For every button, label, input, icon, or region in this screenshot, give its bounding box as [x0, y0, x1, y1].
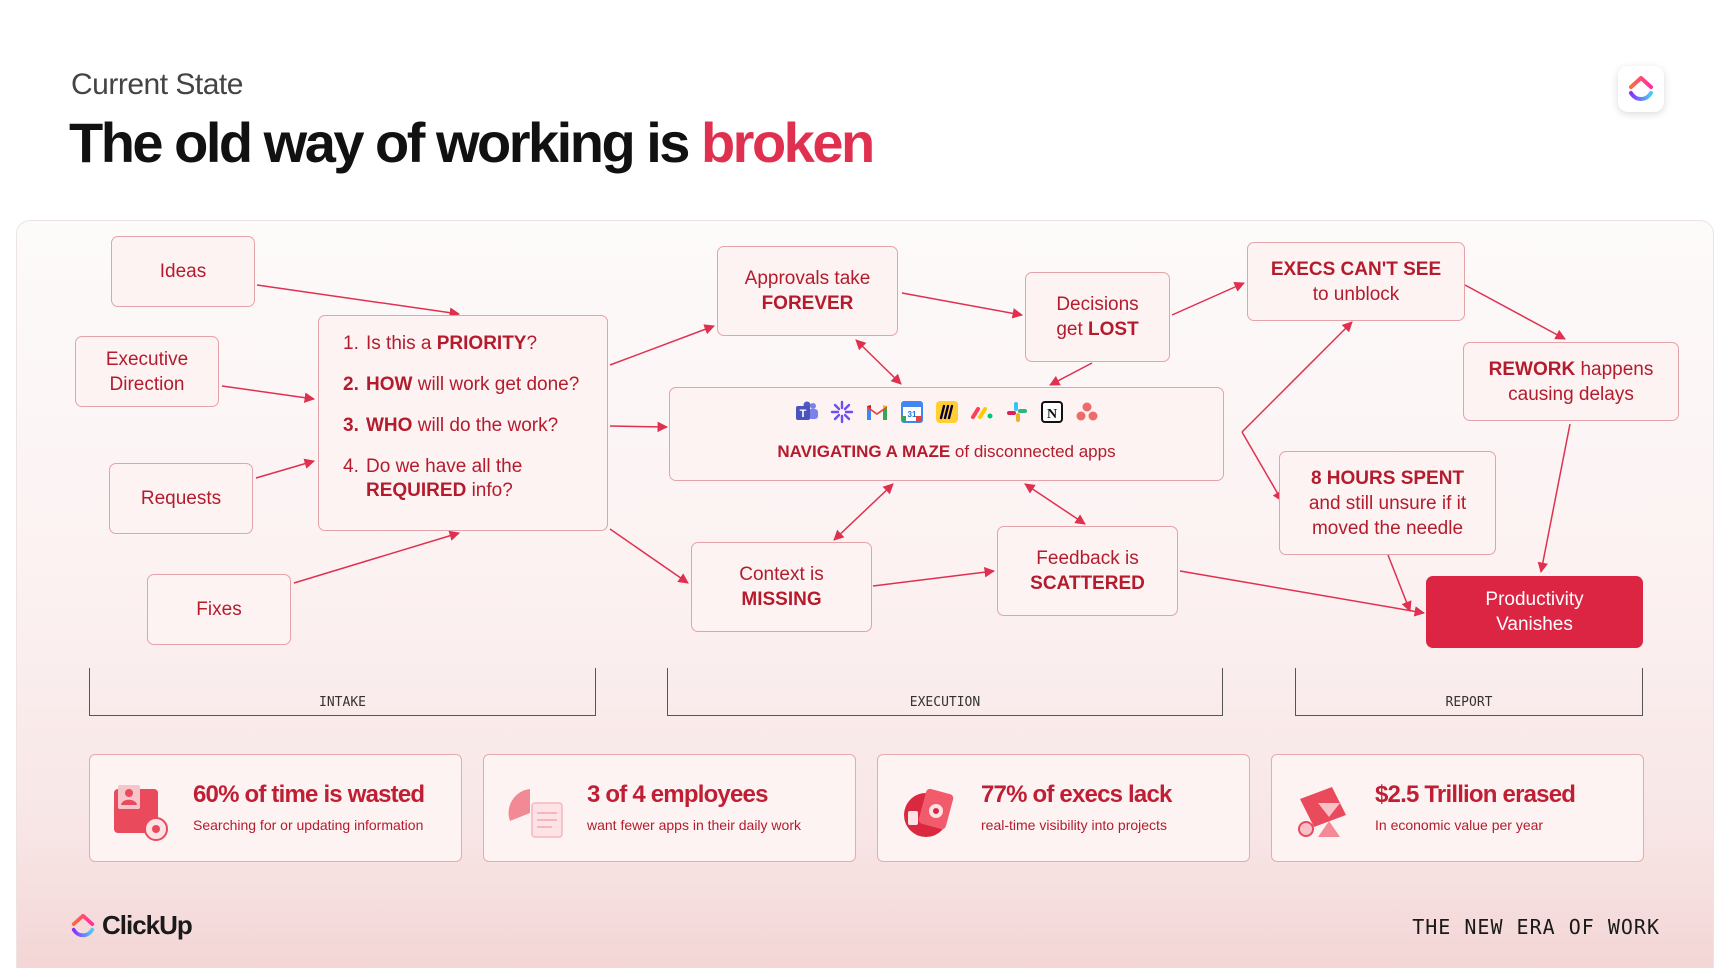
node-context-line1: Context is [739, 564, 824, 585]
stat-card-employees: 3 of 4 employees want fewer apps in thei… [483, 754, 856, 862]
node-fixes-label: Fixes [196, 599, 242, 620]
stat-employees-value: 3 of 4 employees [587, 781, 768, 808]
clickup-brand[interactable]: ClickUp [70, 910, 193, 941]
question-item: 1. Is this a PRIORITY? [343, 332, 607, 356]
node-productivity-vanishes[interactable]: Productivity Vanishes [1426, 576, 1643, 648]
copilot-icon [830, 400, 854, 424]
phase-intake-label: INTAKE [319, 695, 366, 710]
svg-text:N: N [1046, 407, 1056, 422]
stat-execs-value: 77% of execs lack [981, 781, 1172, 808]
question-item: 3. WHO will do the work? [343, 414, 607, 438]
stat-time-wasted-caption: Searching for or updating information [193, 817, 424, 833]
question-number: 2. [343, 374, 359, 395]
question-text: HOW will work get done? [366, 374, 580, 395]
slack-icon [1005, 400, 1029, 424]
footer-tagline: THE NEW ERA OF WORK [1412, 915, 1660, 939]
title-accent: broken [700, 111, 875, 174]
intake-questions-list[interactable]: 1. Is this a PRIORITY? 2. HOW will work … [318, 315, 608, 531]
node-decisions[interactable]: Decisions get LOST [1025, 272, 1170, 362]
stat-trillion-caption: In economic value per year [1375, 817, 1544, 833]
clickup-logo-icon [1629, 76, 1653, 101]
app-icons-row: T 31 N [670, 400, 1223, 424]
node-fixes[interactable]: Fixes [147, 574, 291, 645]
svg-text:31: 31 [907, 410, 916, 419]
question-number: 4. [343, 456, 359, 477]
phase-report-label: REPORT [1445, 695, 1493, 710]
gmail-icon [865, 400, 889, 424]
node-hours-line2: and still unsure if it [1308, 492, 1467, 514]
stat-card-trillion: $2.5 Trillion erased In economic value p… [1271, 754, 1644, 862]
phase-report: REPORT [1295, 668, 1643, 716]
page-title: The old way of working is broken [69, 110, 875, 175]
node-productivity-line2: Vanishes [1496, 614, 1573, 635]
node-hours-line3: moved the needle [1311, 517, 1464, 539]
question-text: WHO will do the work? [366, 415, 559, 436]
node-execs-line2: to unblock [1312, 283, 1400, 305]
node-approvals-line1: Approvals take [744, 268, 871, 289]
question-item: 2. HOW will work get done? [343, 373, 607, 397]
notion-icon: N [1040, 400, 1064, 424]
maze-caption: NAVIGATING A MAZE of disconnected apps [777, 442, 1116, 461]
phase-execution-label: EXECUTION [909, 695, 981, 710]
node-feedback-line1: Feedback is [1036, 548, 1139, 569]
node-context-line2: MISSING [741, 589, 822, 610]
question-item: 4. Do we have all the REQUIRED info? [343, 455, 543, 503]
phase-intake: INTAKE [89, 668, 596, 716]
node-rework-line2: causing delays [1508, 383, 1634, 405]
asana-icon [1075, 400, 1099, 424]
node-ideas-label: Ideas [159, 261, 207, 282]
node-app-maze[interactable]: T 31 N NAVIGATING A MAZE of disconnected… [669, 387, 1224, 481]
node-approvals[interactable]: Approvals take FOREVER [717, 246, 898, 336]
hourglass-icon [1298, 787, 1346, 837]
node-execs[interactable]: EXECS CAN'T SEE to unblock [1247, 242, 1465, 321]
node-requests[interactable]: Requests [109, 463, 253, 534]
node-context[interactable]: Context is MISSING [691, 542, 872, 632]
stat-card-time-wasted: 60% of time is wasted Searching for or u… [89, 754, 462, 862]
node-rework-line1: REWORK happens [1488, 358, 1654, 380]
pie-chart-icon [508, 789, 563, 838]
node-feedback[interactable]: Feedback is SCATTERED [997, 526, 1178, 616]
node-executive-direction[interactable]: Executive Direction [75, 336, 219, 407]
monday-icon [970, 400, 994, 424]
stat-execs-caption: real-time visibility into projects [981, 817, 1167, 833]
title-main: The old way of working is [69, 111, 701, 174]
phase-execution: EXECUTION [667, 668, 1223, 716]
calendar-icon: 31 [900, 400, 924, 424]
node-feedback-line2: SCATTERED [1030, 573, 1145, 594]
question-number: 3. [343, 415, 359, 436]
clickup-brand-icon [71, 913, 95, 937]
node-productivity-line1: Productivity [1485, 589, 1584, 610]
node-execs-line1: EXECS CAN'T SEE [1270, 258, 1442, 280]
node-requests-label: Requests [140, 488, 222, 509]
clickup-logo-badge[interactable] [1618, 66, 1664, 112]
brand-name: ClickUp [102, 910, 193, 940]
eye-blocked-icon [904, 788, 954, 837]
document-person-icon [114, 785, 168, 841]
question-number: 1. [343, 333, 359, 354]
node-approvals-line2: FOREVER [761, 293, 854, 314]
question-text: Do we have all the REQUIRED info? [366, 456, 523, 501]
miro-icon [935, 400, 959, 424]
teams-icon: T [795, 400, 819, 424]
svg-text:T: T [799, 408, 806, 420]
stat-trillion-value: $2.5 Trillion erased [1375, 781, 1576, 808]
stat-time-wasted-value: 60% of time is wasted [193, 781, 425, 808]
node-decisions-line1: Decisions [1056, 294, 1139, 315]
node-hours-line1: 8 HOURS SPENT [1310, 467, 1465, 489]
node-rework[interactable]: REWORK happens causing delays [1463, 342, 1679, 421]
stat-card-execs: 77% of execs lack real-time visibility i… [877, 754, 1250, 862]
node-decisions-line2: get LOST [1056, 319, 1139, 340]
node-hours[interactable]: 8 HOURS SPENT and still unsure if it mov… [1279, 451, 1496, 555]
stat-employees-caption: want fewer apps in their daily work [587, 817, 801, 833]
question-text: Is this a PRIORITY? [366, 333, 538, 354]
eyebrow-title: Current State [71, 68, 243, 101]
node-executive-direction-label: Executive Direction [105, 348, 189, 395]
node-ideas[interactable]: Ideas [111, 236, 255, 307]
